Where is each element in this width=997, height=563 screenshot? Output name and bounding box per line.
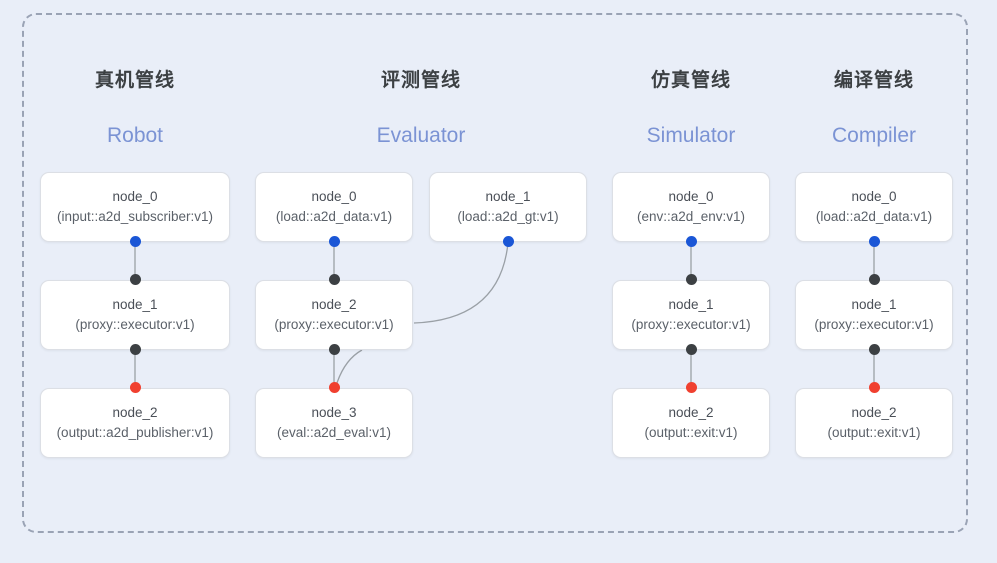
column-title-en-compiler: Compiler — [831, 124, 917, 147]
node-type-label: (output::exit:v1) — [827, 425, 921, 440]
port-input-dot[interactable] — [868, 273, 880, 285]
node-name-label: node_0 — [851, 189, 897, 204]
port-input-dot[interactable] — [328, 381, 340, 393]
node-name-label: node_1 — [112, 297, 158, 312]
node-type-label: (proxy::executor:v1) — [274, 317, 394, 332]
node-name-label: node_2 — [851, 405, 897, 420]
node-box-eval-node-3[interactable]: node_3(eval::a2d_eval:v1) — [255, 388, 413, 458]
node-name-label: node_2 — [311, 297, 357, 312]
port-output-dot[interactable] — [685, 343, 697, 355]
port-output-dot[interactable] — [868, 343, 880, 355]
node-type-label: (proxy::executor:v1) — [631, 317, 751, 332]
port-output-dot[interactable] — [328, 235, 340, 247]
node-box-robot-node-0[interactable]: node_0(input::a2d_subscriber:v1) — [40, 172, 230, 242]
node-name-label: node_2 — [668, 405, 714, 420]
port-input-dot[interactable] — [685, 381, 697, 393]
node-type-label: (output::a2d_publisher:v1) — [56, 425, 214, 440]
node-name-label: node_0 — [668, 189, 714, 204]
node-name-label: node_2 — [112, 405, 158, 420]
column-title-en-robot: Robot — [106, 124, 164, 147]
port-input-dot[interactable] — [685, 273, 697, 285]
port-input-dot[interactable] — [129, 273, 141, 285]
node-box-sim-node-1[interactable]: node_1(proxy::executor:v1) — [612, 280, 770, 350]
port-output-dot[interactable] — [328, 343, 340, 355]
node-type-label: (load::a2d_data:v1) — [275, 209, 393, 224]
node-type-label: (output::exit:v1) — [644, 425, 738, 440]
node-type-label: (proxy::executor:v1) — [75, 317, 195, 332]
node-name-label: node_1 — [485, 189, 531, 204]
node-name-label: node_0 — [311, 189, 357, 204]
column-title-en-simulator: Simulator — [646, 124, 736, 147]
edge-eval-e2 — [413, 242, 509, 324]
node-box-robot-node-1[interactable]: node_1(proxy::executor:v1) — [40, 280, 230, 350]
node-type-label: (load::a2d_gt:v1) — [457, 209, 559, 224]
column-title-cn-simulator: 仿真管线 — [650, 70, 731, 91]
node-type-label: (env::a2d_env:v1) — [636, 209, 746, 224]
node-type-label: (proxy::executor:v1) — [814, 317, 934, 332]
node-box-eval-node-0[interactable]: node_0(load::a2d_data:v1) — [255, 172, 413, 242]
port-input-dot[interactable] — [328, 273, 340, 285]
node-box-robot-node-2[interactable]: node_2(output::a2d_publisher:v1) — [40, 388, 230, 458]
port-output-dot[interactable] — [129, 343, 141, 355]
port-output-dot[interactable] — [129, 235, 141, 247]
column-title-cn-evaluator: 评测管线 — [380, 70, 461, 91]
node-box-sim-node-2[interactable]: node_2(output::exit:v1) — [612, 388, 770, 458]
node-name-label: node_1 — [668, 297, 714, 312]
node-box-eval-node-1[interactable]: node_1(load::a2d_gt:v1) — [429, 172, 587, 242]
node-box-eval-node-2[interactable]: node_2(proxy::executor:v1) — [255, 280, 413, 350]
port-input-dot[interactable] — [129, 381, 141, 393]
column-title-cn-robot: 真机管线 — [94, 70, 175, 91]
node-box-comp-node-2[interactable]: node_2(output::exit:v1) — [795, 388, 953, 458]
node-type-label: (input::a2d_subscriber:v1) — [56, 209, 214, 224]
node-name-label: node_0 — [112, 189, 158, 204]
column-title-cn-compiler: 编译管线 — [833, 70, 914, 91]
port-output-dot[interactable] — [502, 235, 514, 247]
port-output-dot[interactable] — [685, 235, 697, 247]
node-box-comp-node-1[interactable]: node_1(proxy::executor:v1) — [795, 280, 953, 350]
edge-eval-e3 — [335, 349, 363, 387]
node-name-label: node_3 — [311, 405, 357, 420]
port-output-dot[interactable] — [868, 235, 880, 247]
node-box-sim-node-0[interactable]: node_0(env::a2d_env:v1) — [612, 172, 770, 242]
node-type-label: (eval::a2d_eval:v1) — [276, 425, 392, 440]
node-box-comp-node-0[interactable]: node_0(load::a2d_data:v1) — [795, 172, 953, 242]
column-title-en-evaluator: Evaluator — [376, 124, 466, 147]
node-name-label: node_1 — [851, 297, 897, 312]
port-input-dot[interactable] — [868, 381, 880, 393]
node-type-label: (load::a2d_data:v1) — [815, 209, 933, 224]
